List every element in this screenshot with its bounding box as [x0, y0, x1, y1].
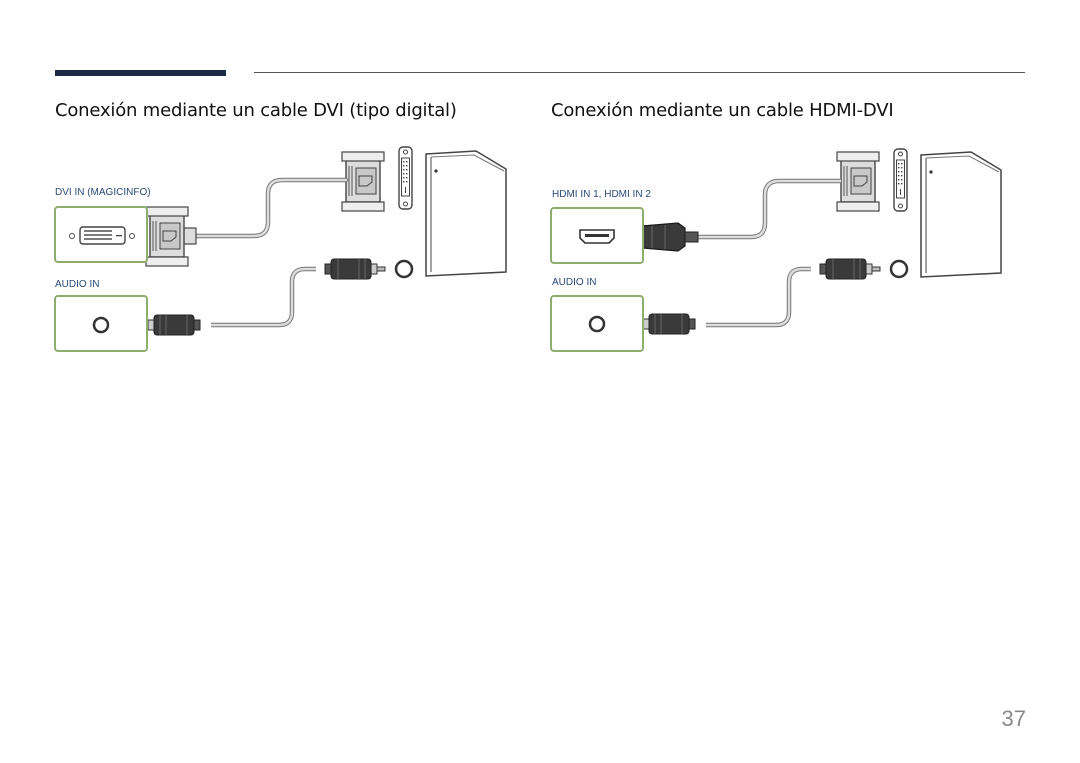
hdmi-dvi-section-title: Conexión mediante un cable HDMI-DVI	[551, 100, 894, 121]
audio-in-port-frame-left	[54, 295, 148, 352]
section-divider	[254, 72, 1025, 73]
pc-tower-icon	[425, 150, 507, 277]
dvi-plug-pc-icon	[341, 151, 385, 212]
dvi-in-label: DVI IN (MAGICINFO)	[55, 187, 151, 198]
audio-in-label-right: AUDIO IN	[552, 277, 597, 288]
dvi-plug-pc-right-icon	[836, 151, 880, 212]
pc-tower-icon-right	[920, 151, 1002, 278]
hdmi-in-label: HDMI IN 1, HDMI IN 2	[552, 189, 651, 200]
pc-dvi-port-icon-right	[893, 148, 908, 212]
hdmi-dvi-cable	[698, 178, 841, 240]
page-number: 37	[1001, 706, 1026, 731]
dvi-cable	[193, 177, 349, 239]
dvi-section-title: Conexión mediante un cable DVI (tipo dig…	[55, 100, 457, 121]
audio-in-port-frame-right	[550, 295, 644, 352]
audio-cable-left	[211, 266, 316, 328]
pc-audio-port-icon	[394, 259, 414, 279]
pc-dvi-port-icon	[398, 146, 413, 210]
dvi-in-port-frame	[54, 206, 148, 263]
dvi-plug-display-icon	[145, 206, 197, 267]
audio-plug-display-left-icon	[139, 314, 201, 336]
hdmi-in-port-frame	[550, 207, 644, 264]
section-accent-bar	[55, 70, 226, 76]
pc-audio-port-icon-right	[889, 259, 909, 279]
audio-plug-pc-right-icon	[819, 258, 881, 280]
audio-plug-pc-left-icon	[324, 258, 386, 280]
audio-cable-right	[706, 266, 811, 328]
audio-in-label-left: AUDIO IN	[55, 279, 100, 290]
